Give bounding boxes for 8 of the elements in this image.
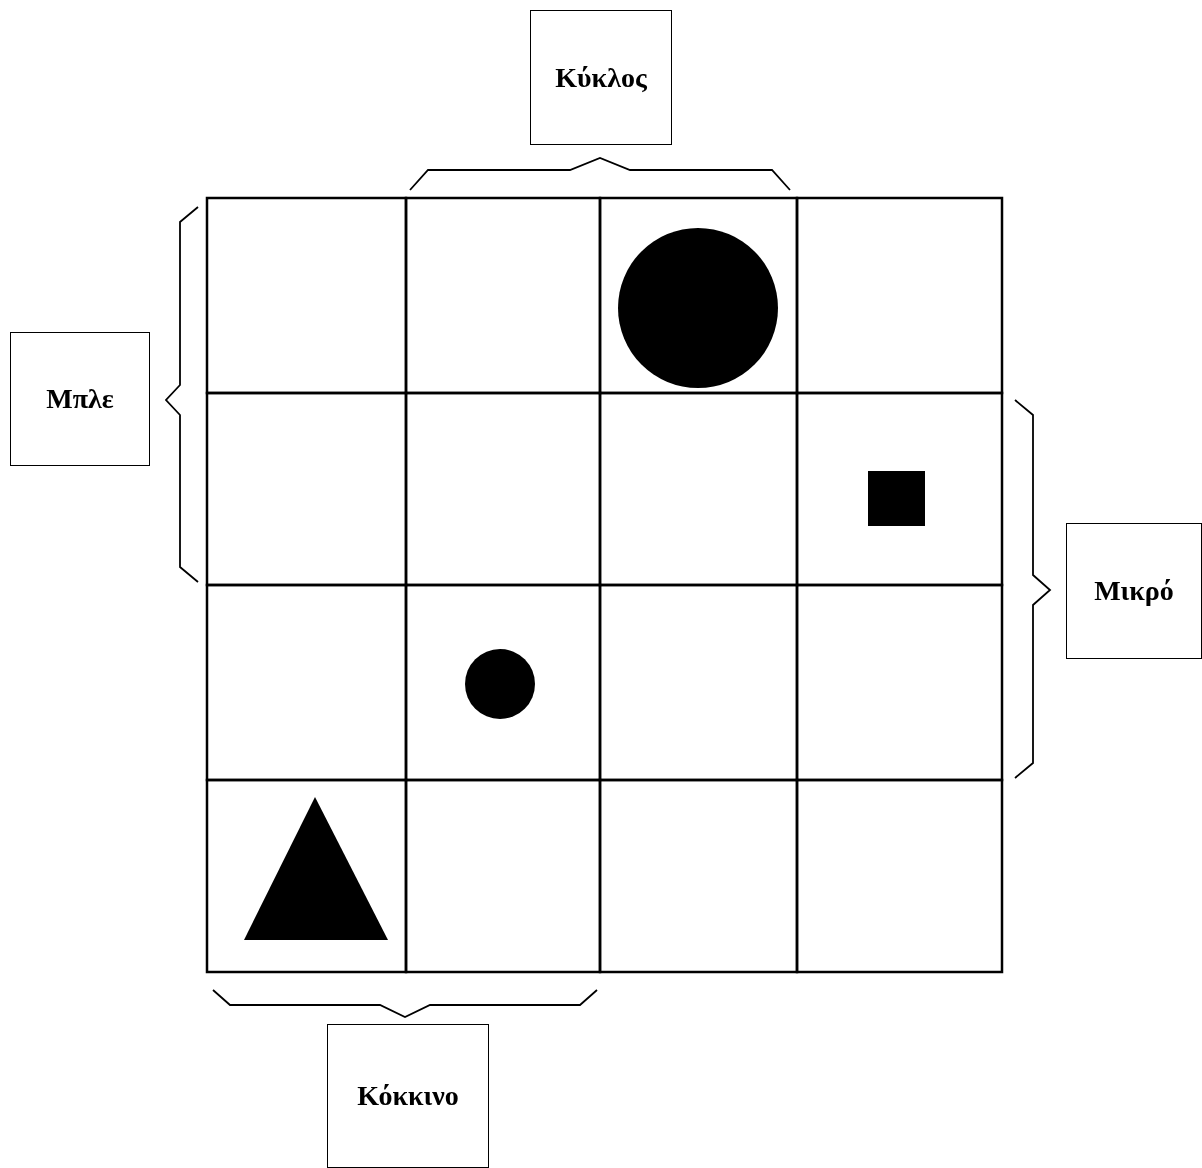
- category-label-box: [1066, 523, 1202, 659]
- category-label: Μπλε: [46, 383, 114, 415]
- category-label: Μικρό: [1094, 575, 1174, 607]
- category-label-box: [10, 332, 150, 466]
- category-label: Κύκλος: [555, 61, 647, 94]
- category-label-box: [530, 10, 672, 145]
- category-label-box: [327, 1024, 489, 1168]
- category-label: Κόκκινο: [357, 1080, 459, 1112]
